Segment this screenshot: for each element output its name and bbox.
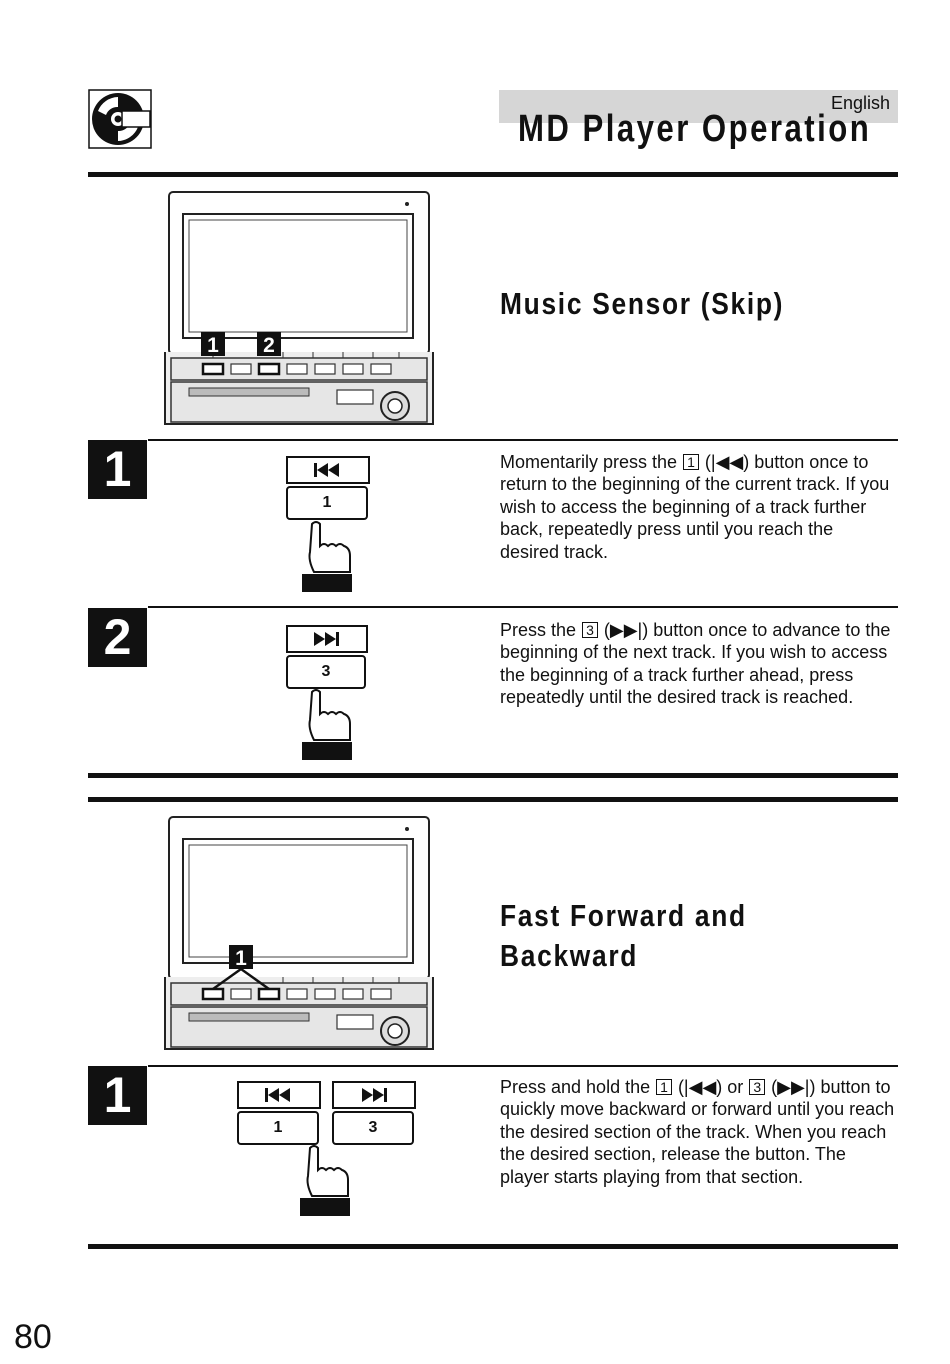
divider	[148, 1065, 898, 1067]
bottom-divider	[88, 1244, 898, 1249]
page-title: MD Player Operation	[518, 108, 872, 150]
skip-forward-icon	[362, 1088, 387, 1102]
divider	[148, 606, 898, 608]
page-number: 80	[14, 1318, 52, 1356]
ff-step-text: Press and hold the 1 (|◀◀) or 3 (▶▶|) bu…	[500, 1077, 895, 1187]
language-label: English	[830, 93, 890, 113]
preset-1-button[interactable]: 1	[237, 1111, 319, 1145]
preset-1-button[interactable]: 1	[286, 486, 368, 520]
preset-3-button[interactable]: 3	[332, 1111, 414, 1145]
step-number: 1	[88, 440, 147, 499]
pressing-hand-icon	[302, 689, 352, 760]
section-divider	[88, 797, 898, 802]
head-unit-illustration: 1	[164, 816, 434, 1050]
skip-back-icon	[314, 463, 339, 477]
key-box-3: 3	[582, 622, 598, 638]
skip-back-key-symbol	[237, 1081, 321, 1109]
top-divider	[88, 172, 898, 177]
section-title-music-sensor: Music Sensor (Skip)	[500, 286, 785, 321]
key-box-3: 3	[749, 1079, 766, 1095]
pressing-hand-icon	[302, 521, 352, 592]
skip-forward-key-symbol	[332, 1081, 416, 1109]
language-bar: English	[499, 90, 898, 123]
head-unit-illustration: 1 2	[164, 191, 434, 425]
step-number: 1	[88, 1066, 147, 1125]
section-divider	[88, 773, 898, 778]
section-title-fast-forward: Fast Forward and Backward	[500, 898, 747, 973]
step-1-text: Momentarily press the 1 (|◀◀) button onc…	[500, 452, 890, 562]
skip-back-icon	[265, 1088, 290, 1102]
preset-3-button[interactable]: 3	[286, 655, 366, 689]
key-box-1: 1	[683, 454, 699, 470]
divider	[148, 439, 898, 441]
md-disc-icon	[88, 89, 152, 149]
callout-1: 1	[207, 334, 219, 357]
skip-forward-icon	[314, 632, 339, 646]
skip-back-key-symbol	[286, 456, 370, 484]
step-2-text: Press the 3 (▶▶|) button once to advance…	[500, 620, 891, 708]
step-number: 2	[88, 608, 147, 667]
key-box-1: 1	[656, 1079, 672, 1095]
callout-1: 1	[235, 947, 247, 970]
pressing-hand-icon	[300, 1145, 350, 1216]
skip-forward-key-symbol	[286, 625, 368, 653]
callout-2: 2	[263, 334, 275, 357]
